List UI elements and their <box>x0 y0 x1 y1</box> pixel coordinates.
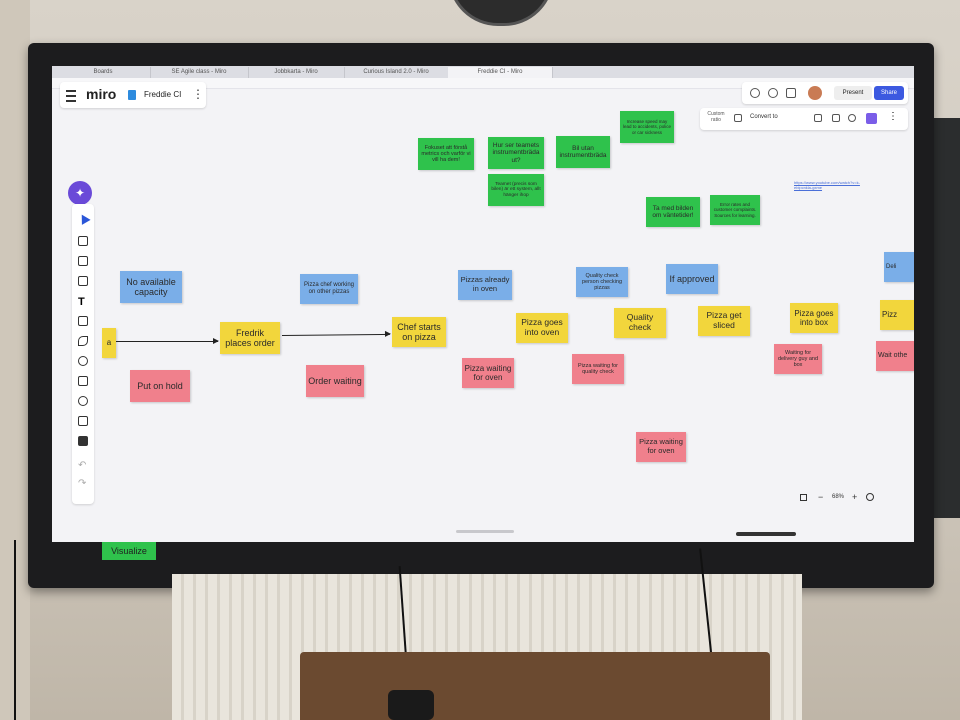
pen-icon[interactable] <box>78 336 88 346</box>
redo-icon[interactable]: ↷ <box>78 478 87 489</box>
browser-tab[interactable]: Curious Island 2.0 - Miro <box>344 67 449 78</box>
sticky-note[interactable]: Fokuset att förstå metrics och varför vi… <box>418 138 474 170</box>
visualize-note: Visualize <box>102 542 156 560</box>
desk <box>300 652 770 720</box>
sticky-note[interactable]: Wait othe <box>876 341 914 371</box>
sticky-note[interactable]: Pizza waiting for quality check <box>572 354 624 384</box>
sticky-note[interactable]: Ta med bilden om väntetider! <box>646 197 700 227</box>
context-toolbar: Custom ratio Convert to ⋮ <box>700 108 908 130</box>
avatar[interactable] <box>808 86 822 100</box>
zoom-in-button[interactable]: + <box>852 492 858 502</box>
left-toolbar: T <box>72 204 94 504</box>
comment-icon[interactable] <box>768 88 778 98</box>
frame-tool-icon[interactable] <box>78 276 88 286</box>
menu-icon[interactable] <box>66 90 76 102</box>
zoom-out-button[interactable]: − <box>818 492 824 502</box>
sticky-note[interactable]: Chef starts on pizza <box>392 317 446 347</box>
eye-icon[interactable] <box>848 114 856 122</box>
sticky-note[interactable]: Pizza waiting for oven <box>462 358 514 388</box>
wall-clock <box>448 0 554 26</box>
sticky-note[interactable]: No available capacity <box>120 271 182 303</box>
sticky-note[interactable]: Pizza chef working on other pizzas <box>300 274 358 304</box>
palette-icon[interactable] <box>78 396 88 406</box>
video-icon[interactable] <box>786 88 796 98</box>
sticky-note[interactable]: If approved <box>666 264 718 294</box>
browser-tabbar: Boards SE Agile class - Miro Jobbkarta -… <box>52 66 914 78</box>
comment-tool-icon[interactable] <box>78 356 88 366</box>
zoom-controls: − 68% + <box>796 490 880 506</box>
sticky-note[interactable]: Hur ser teamets instrumentbräda ut? <box>488 137 544 169</box>
undo-icon[interactable]: ↶ <box>78 460 87 471</box>
speaker <box>388 690 434 720</box>
sticky-note[interactable]: Waiting for delivery guy and box <box>774 344 822 374</box>
miro-screen: Boards SE Agile class - Miro Jobbkarta -… <box>52 66 914 542</box>
board-header: miro Freddie CI ⋮ <box>60 82 206 108</box>
connector-arrow[interactable] <box>116 338 219 344</box>
ai-sparkle-icon[interactable]: ✦ <box>68 181 92 205</box>
shapes-icon[interactable] <box>78 316 88 326</box>
link-text[interactable]: https://www.youtube.com/watch?v=k-ebipcn… <box>794 180 860 190</box>
convert-to-button[interactable]: Convert to <box>750 114 778 120</box>
lock-icon[interactable] <box>832 114 840 122</box>
sticky-note[interactable]: Pizza get sliced <box>698 306 750 336</box>
sticky-note[interactable]: Order waiting <box>306 365 364 397</box>
reactions-icon[interactable] <box>750 88 760 98</box>
canvas-header-strip <box>52 78 914 89</box>
templates-icon[interactable] <box>78 236 88 246</box>
sticky-note[interactable]: Teamet (precis som bilen) är ett system,… <box>488 174 544 206</box>
ratio-box-icon[interactable] <box>734 114 742 122</box>
more-options-icon[interactable]: ⋮ <box>192 87 204 101</box>
sticky-note[interactable]: a <box>102 328 116 358</box>
upload-icon[interactable] <box>78 416 88 426</box>
horizontal-scrollbar[interactable] <box>456 530 514 533</box>
sticky-note[interactable]: Pizza waiting for oven <box>636 432 686 462</box>
sticky-note[interactable]: Deli <box>884 252 914 282</box>
collab-bar: Present Share <box>742 82 908 104</box>
sticky-note[interactable]: Increase speed may lead to accidents, po… <box>620 111 674 143</box>
browser-tab[interactable]: SE Agile class - Miro <box>150 67 249 78</box>
grid-icon[interactable] <box>800 494 807 501</box>
crop-icon[interactable] <box>78 376 88 386</box>
tv-bezel-controls <box>736 532 796 536</box>
select-cursor-icon[interactable] <box>77 212 91 225</box>
share-button[interactable]: Share <box>874 86 904 100</box>
sticky-note[interactable]: Put on hold <box>130 370 190 402</box>
sticky-note-icon[interactable] <box>78 256 88 266</box>
sticky-note[interactable]: Pizza goes into oven <box>516 313 568 343</box>
board-name[interactable]: Freddie CI <box>144 90 182 99</box>
sticky-note[interactable]: Fredrik places order <box>220 322 280 354</box>
miro-logo: miro <box>86 86 117 102</box>
sticky-note[interactable]: Pizza goes into box <box>790 303 838 333</box>
ai-action-icon[interactable] <box>866 113 877 124</box>
frame-icon[interactable] <box>814 114 822 122</box>
browser-tab[interactable]: Jobbkarta - Miro <box>248 67 345 78</box>
zoom-level[interactable]: 68% <box>832 494 845 500</box>
sticky-note[interactable]: Quality check person checking pizzas <box>576 267 628 297</box>
present-button[interactable]: Present <box>834 86 872 100</box>
browser-tab[interactable]: Boards <box>56 67 151 78</box>
more-icon[interactable]: ⋮ <box>888 111 898 122</box>
custom-ratio-label[interactable]: Custom ratio <box>707 111 725 123</box>
sticky-note[interactable]: Pizzas already in oven <box>458 270 512 300</box>
help-icon[interactable] <box>866 493 874 501</box>
text-tool-icon[interactable]: T <box>78 296 85 308</box>
sticky-note[interactable]: Pizz <box>880 300 914 330</box>
board-icon <box>128 90 136 100</box>
cable <box>14 540 16 720</box>
connector-arrow[interactable] <box>281 333 390 336</box>
sticky-note[interactable]: Quality check <box>614 308 666 338</box>
browser-tab-active[interactable]: Freddie CI - Miro <box>448 67 553 78</box>
add-apps-icon[interactable] <box>78 436 88 446</box>
sticky-note[interactable]: Bil utan instrumentbräda <box>556 136 610 168</box>
sticky-note[interactable]: Error rates and customer complaints. Sou… <box>710 195 760 225</box>
